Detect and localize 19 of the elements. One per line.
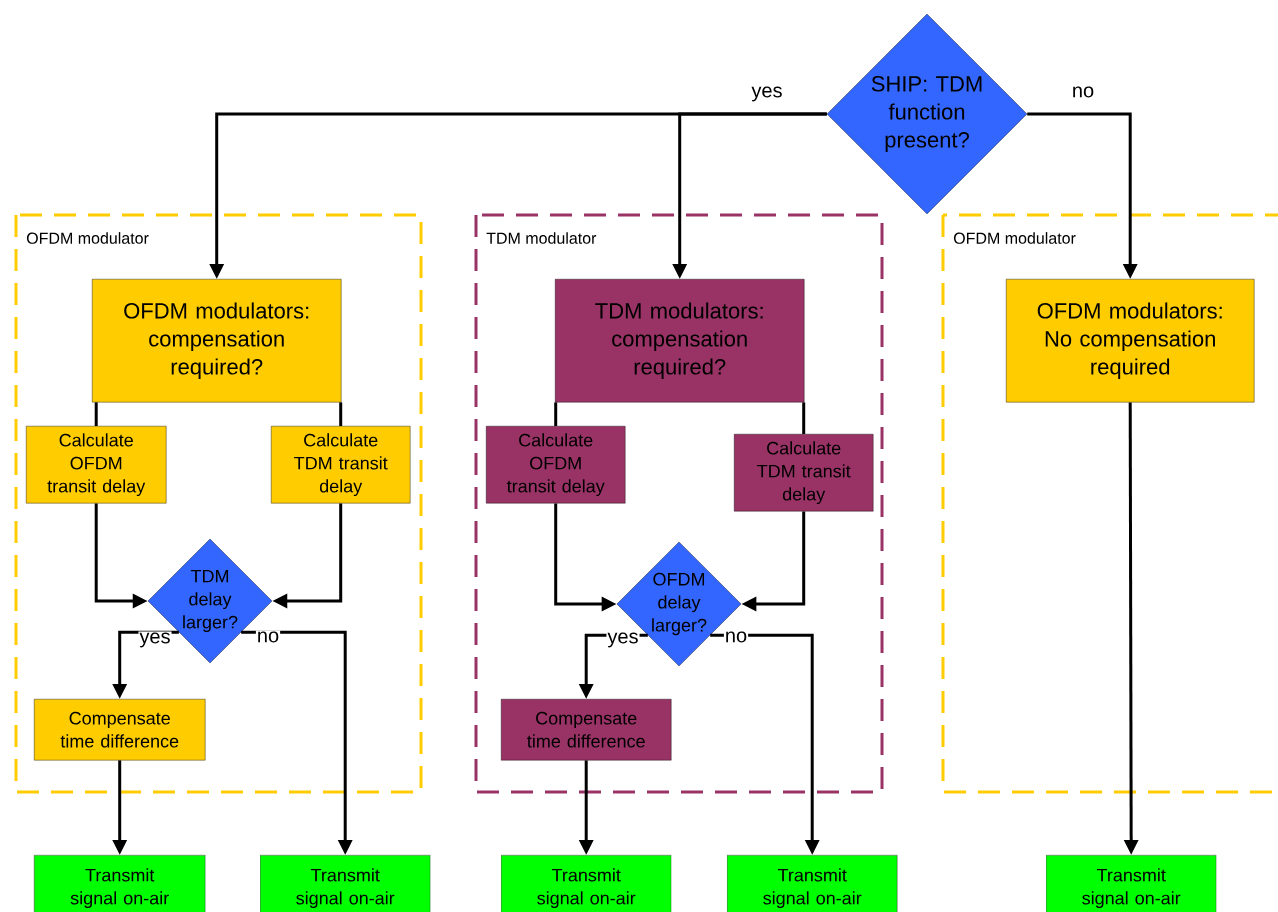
process-box: Calculate OFDM transit delay xyxy=(26,426,167,504)
process-box: Compensate time difference xyxy=(501,699,672,761)
process-box: Transmit signal on-air xyxy=(34,855,206,912)
edge-label: yes xyxy=(606,631,640,649)
edge-label: no xyxy=(1070,85,1096,99)
edge-label: yes xyxy=(750,85,784,103)
process-box: Calculate OFDM transit delay xyxy=(486,426,626,504)
edge-label: no xyxy=(723,630,749,644)
process-box: Compensate time difference xyxy=(34,699,206,761)
process-box: OFDM modulators: No compensation required xyxy=(1006,279,1255,403)
process-box: Calculate TDM transit delay xyxy=(734,434,874,512)
process-box: Transmit signal on-air xyxy=(1046,855,1217,912)
process-box: TDM modulators: compensation required? xyxy=(555,279,805,403)
process-box: Transmit signal on-air xyxy=(260,855,431,912)
edge-label: no xyxy=(255,630,281,644)
process-box: Calculate TDM transit delay xyxy=(271,426,411,504)
process-box: OFDM modulators: compensation required? xyxy=(92,279,342,403)
process-box: Transmit signal on-air xyxy=(501,855,672,912)
process-box: Transmit signal on-air xyxy=(727,855,898,912)
